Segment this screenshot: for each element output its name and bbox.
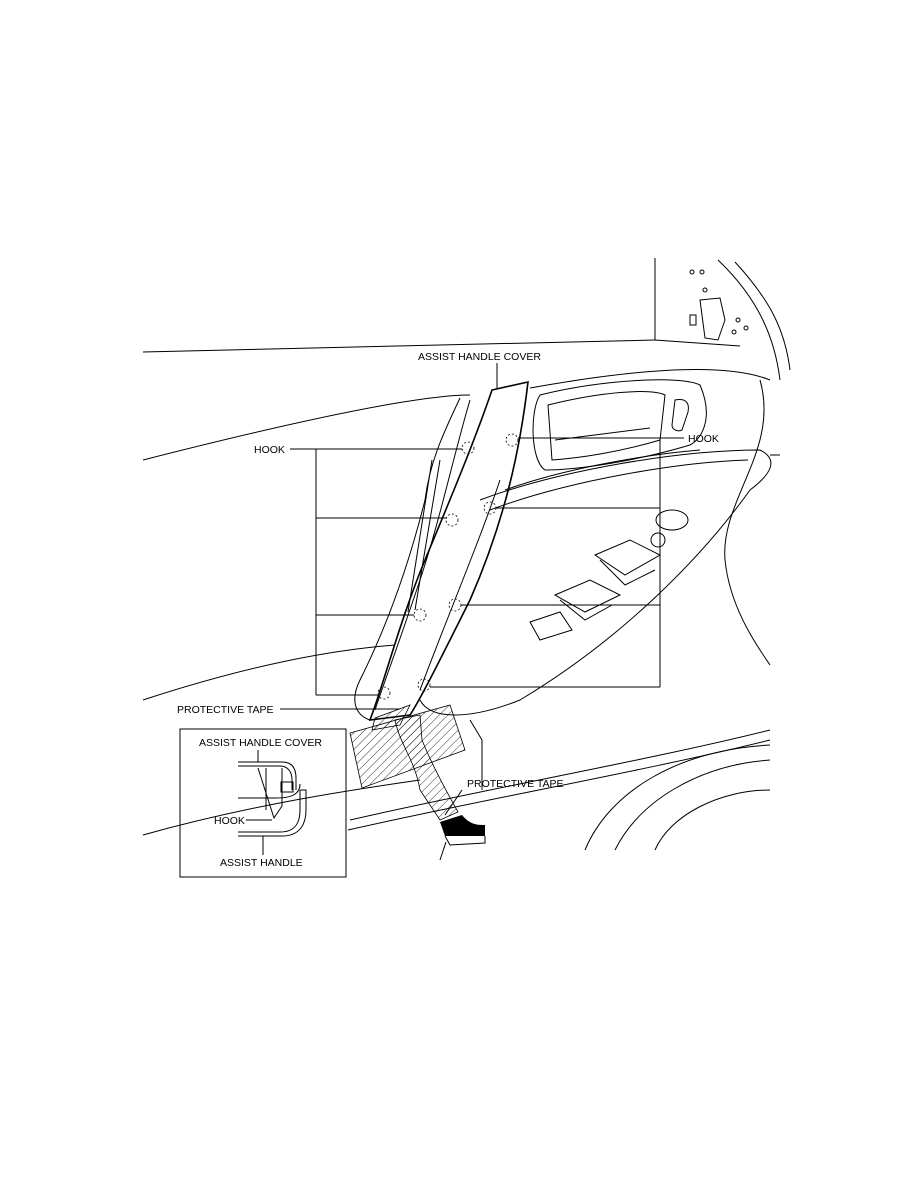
- inset-label-hook: HOOK: [214, 815, 245, 827]
- protective-tape-areas: [349, 704, 486, 861]
- label-hook-left: HOOK: [254, 444, 285, 456]
- label-protective-tape-left: PROTECTIVE TAPE: [177, 704, 273, 716]
- door-panel-outline: [142, 258, 791, 851]
- hook-markers: [377, 433, 519, 700]
- inset-label-assist-handle-cover: ASSIST HANDLE COVER: [199, 737, 322, 749]
- label-hook-right: HOOK: [688, 433, 719, 445]
- inset-detail: [179, 728, 347, 878]
- inset-label-assist-handle: ASSIST HANDLE: [220, 857, 303, 869]
- label-protective-tape-right: PROTECTIVE TAPE: [467, 778, 563, 790]
- assist-handle-cover: [354, 380, 529, 721]
- label-assist-handle-cover: ASSIST HANDLE COVER: [418, 351, 541, 363]
- leader-lines: [280, 363, 684, 816]
